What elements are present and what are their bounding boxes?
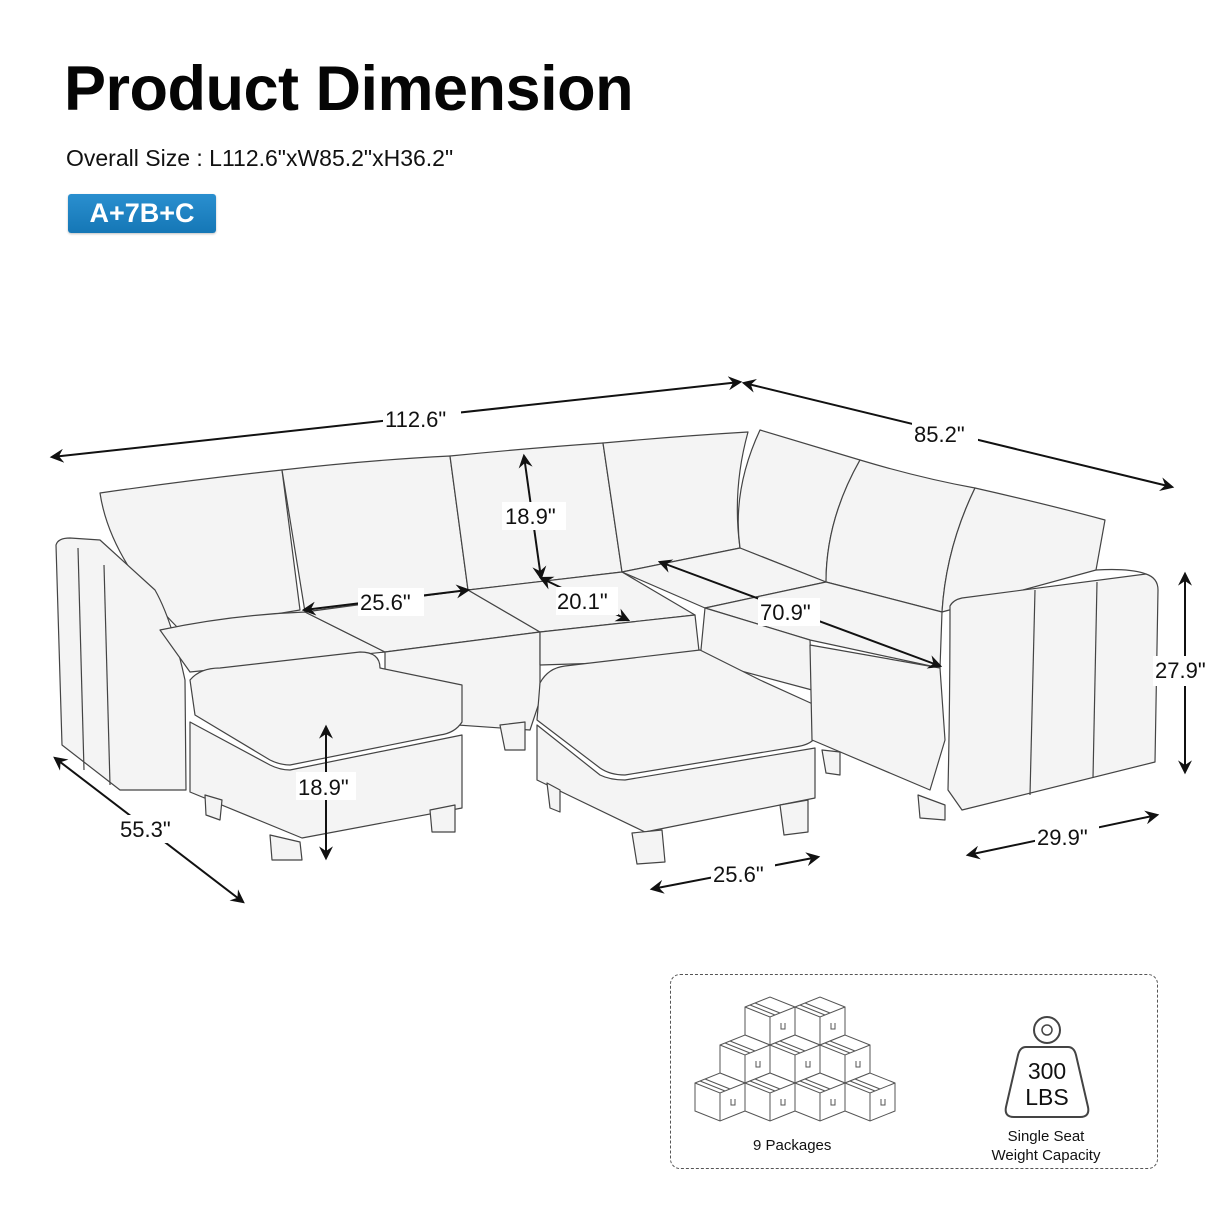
label-corner-length: 70.9" <box>760 600 811 625</box>
label-armchair-width: 29.9" <box>1037 825 1088 850</box>
packages-boxes-icon <box>694 996 896 1122</box>
label-ottoman-height: 18.9" <box>298 775 349 800</box>
label-seat-width: 25.6" <box>360 590 411 615</box>
leg <box>429 804 456 833</box>
box <box>719 1034 771 1084</box>
label-arm-height: 27.9" <box>1155 658 1206 683</box>
weight-caption-line1: Single Seat <box>1007 1128 1085 1145</box>
label-back-height: 18.9" <box>505 504 556 529</box>
sofa-drawing <box>55 429 1159 865</box>
packages-label: 9 Packages <box>753 1137 832 1154</box>
page-title: Product Dimension <box>64 54 634 124</box>
box <box>844 1072 896 1122</box>
ottoman-center-base <box>536 724 816 833</box>
left-arm <box>55 537 187 791</box>
box <box>794 1072 846 1122</box>
box <box>744 996 796 1046</box>
overall-size-text: Overall Size : L112.6"xW85.2"xH36.2" <box>66 145 454 171</box>
label-ottoman-width: 25.6" <box>713 862 764 887</box>
package-info-box: 9 Packages 300 LBS Single Seat Weight Ca… <box>670 974 1158 1169</box>
label-total-length: 112.6" <box>385 407 446 432</box>
dimension-labels: 112.6" 85.2" 18.9" 25.6" 20.1" 70.9" 27.… <box>120 407 1206 887</box>
leg <box>546 782 561 813</box>
weight-caption-line2: Weight Capacity <box>991 1147 1101 1164</box>
label-total-width: 85.2" <box>914 422 965 447</box>
leg <box>269 834 303 861</box>
label-chaise-depth: 55.3" <box>120 817 171 842</box>
leg <box>821 749 841 776</box>
weight-caption: Single Seat Weight Capacity <box>971 1127 1121 1165</box>
label-seat-depth: 20.1" <box>557 589 608 614</box>
box <box>694 1072 746 1122</box>
leg <box>204 794 223 821</box>
ottoman-left-top <box>189 651 463 766</box>
right-arm <box>947 573 1159 811</box>
box <box>819 1034 871 1084</box>
leg <box>631 829 666 865</box>
config-badge: A+7B+C <box>68 194 216 233</box>
leg <box>779 799 809 836</box>
box <box>794 996 846 1046</box>
box <box>744 1072 796 1122</box>
leg <box>917 794 946 821</box>
leg <box>499 721 526 751</box>
weight-value: 300 <box>1028 1058 1066 1084</box>
weight-unit: LBS <box>1025 1084 1068 1110</box>
weight-icon: 300 LBS <box>1004 1016 1090 1118</box>
